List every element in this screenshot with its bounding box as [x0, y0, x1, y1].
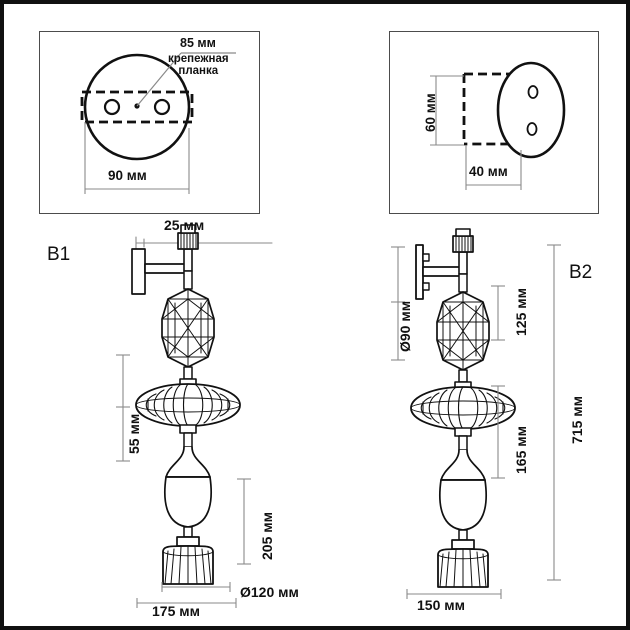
- callout-label-line2: планка: [178, 65, 219, 78]
- dim-205mm: 205 мм: [259, 512, 275, 560]
- dim-120mm: Ø120 мм: [240, 584, 299, 600]
- b2-plate-tab-bottom: [422, 282, 430, 291]
- b2-svg: [410, 228, 516, 588]
- b1-urn-body: [164, 446, 212, 528]
- dim-d90-svg: [391, 246, 405, 361]
- b1-crystal: [161, 288, 215, 368]
- wall-plate-front-svg: [80, 52, 236, 194]
- b1-socket-cap: [180, 224, 196, 234]
- b2-shade: [437, 548, 489, 588]
- dim-25-group: [135, 236, 273, 250]
- b2-shade-collar: [451, 539, 475, 550]
- b2-urn-body: [439, 449, 487, 531]
- wall-plate-side-svg: [430, 61, 566, 190]
- b2-stem-mid: [458, 273, 468, 293]
- b1-svg: [131, 224, 273, 585]
- dim-125mm: 125 мм: [513, 288, 529, 336]
- dim-60mm: 60 мм: [423, 93, 438, 132]
- b1-shade: [162, 545, 214, 585]
- b1-stem-mid: [183, 270, 193, 290]
- dim-d90mm: Ø90 мм: [397, 300, 413, 352]
- dim-125-svg: [491, 285, 505, 341]
- dim-150-svg: [406, 589, 502, 599]
- side-hole-top: [527, 85, 539, 99]
- dim-85mm: 85 мм: [180, 36, 216, 50]
- callout-label-line1: крепежная: [168, 53, 229, 65]
- b1-connector-a: [183, 366, 193, 380]
- b1-stem-upper: [183, 248, 193, 272]
- mounting-hole-right: [153, 98, 171, 116]
- b2-wall-plate: [415, 244, 424, 300]
- dim-90mm: 90 мм: [108, 168, 147, 183]
- b2-collar-b: [454, 427, 472, 437]
- b1-connector-b: [183, 432, 193, 448]
- b1-shade-collar: [176, 536, 200, 547]
- b2-neck: [458, 529, 468, 541]
- view-label-b2: B2: [569, 262, 593, 283]
- b1-collar-b: [179, 424, 197, 434]
- detail-panel-wall-plate-side: 60 мм 40 мм: [389, 31, 599, 214]
- dim-205-svg: [237, 478, 251, 565]
- b1-socket-ribs: [180, 233, 197, 249]
- b2-socket-ribs: [455, 236, 472, 252]
- b2-ribbed-disc: [410, 386, 516, 430]
- detail-panel-wall-plate-front: 85 мм крепежная планка 90 мм: [39, 31, 260, 214]
- b2-arm: [422, 266, 464, 277]
- dim-715-svg: [547, 244, 561, 581]
- callout-leader-line: [136, 52, 182, 107]
- dim-165mm: 165 мм: [513, 426, 529, 474]
- dim-175-svg: [136, 598, 237, 608]
- b2-lamp-drawing: [394, 228, 564, 594]
- dim-715mm: 715 мм: [569, 396, 585, 444]
- b2-socket-cap: [455, 228, 471, 237]
- b2-connector-b: [458, 435, 468, 451]
- dim-55mm: 55 мм: [126, 413, 142, 454]
- dim-175mm: 175 мм: [152, 603, 200, 619]
- dim-55-svg: [116, 354, 130, 462]
- b1-arm: [144, 263, 189, 274]
- b1-neck: [183, 526, 193, 538]
- b1-lamp-drawing: [122, 219, 302, 589]
- mounting-hole-left: [103, 98, 121, 116]
- b2-connector-a: [458, 369, 468, 383]
- b2-stem-upper: [458, 251, 468, 275]
- view-label-b1: B1: [47, 244, 71, 265]
- callout-label-mounting-bar: крепежная планка: [168, 53, 229, 77]
- b1-wall-plate: [131, 248, 146, 295]
- b2-crystal: [436, 291, 490, 371]
- plate-face-ellipse: [496, 61, 566, 159]
- b2-plate-tab-top: [422, 253, 430, 262]
- dim-165-svg: [491, 385, 505, 479]
- dim-25mm: 25 мм: [164, 217, 205, 233]
- side-hole-bottom: [526, 122, 538, 136]
- dim-150mm: 150 мм: [417, 597, 465, 613]
- b1-ribbed-disc: [135, 383, 241, 427]
- dim-120-svg: [161, 582, 231, 592]
- dim-40mm: 40 мм: [469, 164, 508, 179]
